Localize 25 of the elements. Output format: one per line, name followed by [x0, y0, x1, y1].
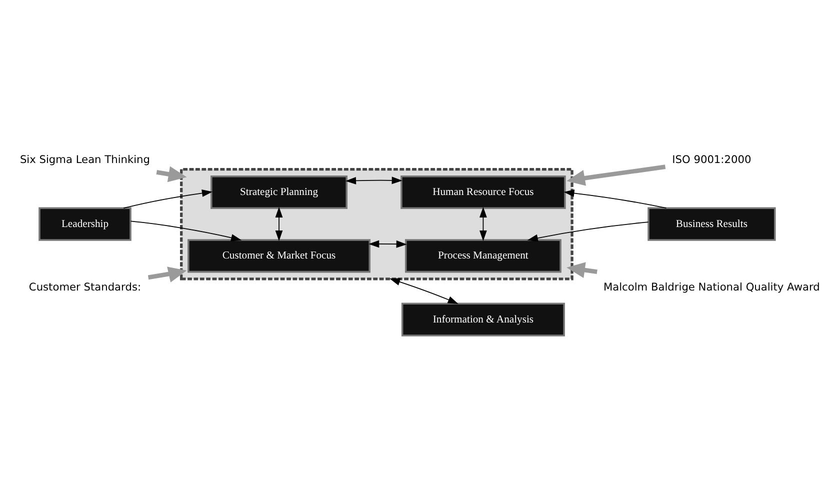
arrow — [390, 278, 458, 304]
arrow — [368, 240, 407, 248]
node-box: Human Resource Focus — [400, 175, 566, 210]
arrow — [275, 206, 283, 242]
arrow — [527, 222, 649, 242]
arrow — [156, 166, 187, 182]
arrow — [148, 266, 187, 282]
arrow — [345, 176, 402, 184]
arrow — [566, 164, 666, 186]
arrow — [566, 262, 598, 278]
node-text: ISO 9001:2000 — [672, 154, 752, 166]
node-box: Process Management — [404, 239, 562, 273]
arrow — [123, 189, 213, 209]
node-text: Six Sigma Lean Thinking — [20, 154, 150, 166]
cluster — [180, 168, 574, 280]
node-box: Business Results — [648, 207, 776, 241]
arrow — [130, 220, 242, 242]
node-text: Customer Standards: — [28, 281, 142, 294]
arrow — [479, 206, 487, 242]
node-box: Leadership — [38, 207, 132, 241]
node-box: Customer & Market Focus — [188, 239, 370, 273]
node-box: Strategic Planning — [210, 175, 348, 210]
node-text: Malcolm Baldrige National Quality Award — [603, 281, 820, 294]
node-box: Information & Analysis — [401, 302, 565, 336]
arrow — [564, 190, 667, 209]
